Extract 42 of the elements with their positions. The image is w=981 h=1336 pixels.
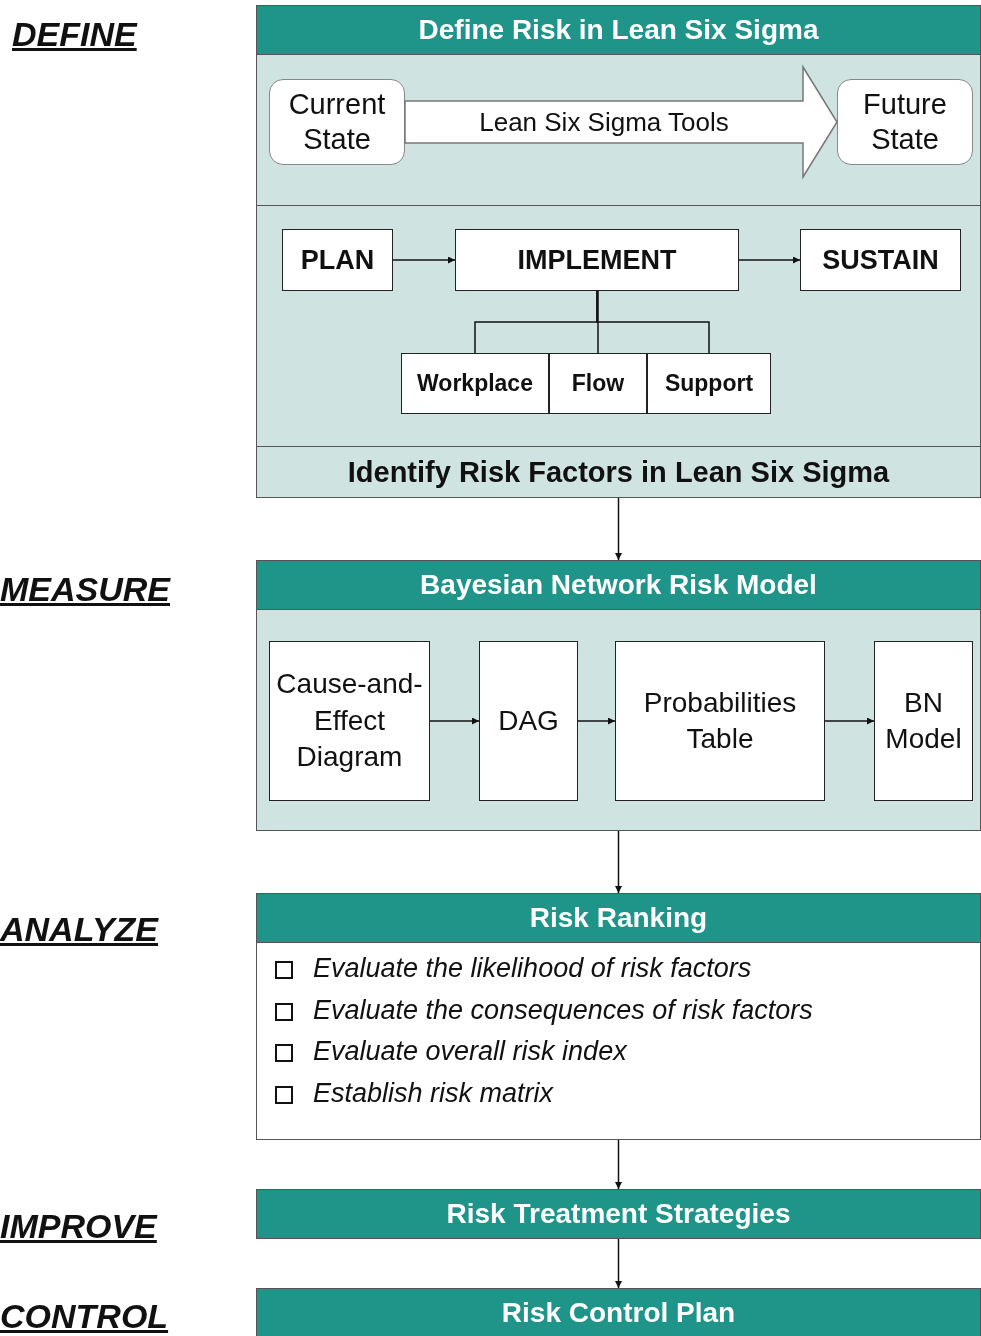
bullet-text: Evaluate overall risk index — [313, 1036, 627, 1067]
process-box: IMPLEMENT — [455, 229, 739, 291]
process-box: Support — [647, 353, 771, 414]
process-panel — [256, 560, 981, 831]
phase-label: DEFINE — [12, 15, 137, 54]
state-box: Future State — [837, 79, 973, 165]
phase-label: IMPROVE — [0, 1207, 157, 1246]
process-box: Workplace — [401, 353, 549, 414]
process-panel — [256, 893, 981, 1140]
panel-title: Risk Control Plan — [501, 1297, 736, 1329]
process-box: Cause-and-Effect Diagram — [269, 641, 430, 801]
process-box: SUSTAIN — [800, 229, 961, 291]
process-panel — [256, 1189, 981, 1239]
panel-footer-text: Identify Risk Factors in Lean Six Sigma — [347, 455, 890, 489]
state-box: Current State — [269, 79, 405, 165]
process-box: PLAN — [282, 229, 393, 291]
connector-line — [596, 290, 710, 354]
arrow — [392, 256, 456, 264]
connector-line — [597, 290, 599, 354]
phase-label: CONTROL — [0, 1297, 169, 1336]
process-panel — [256, 5, 981, 498]
process-panel — [256, 1288, 981, 1336]
arrow — [615, 830, 622, 894]
arrow — [429, 717, 480, 725]
process-box: Flow — [549, 353, 647, 414]
arrow — [738, 256, 801, 264]
panel-title: Bayesian Network Risk Model — [420, 569, 817, 601]
bullet-text: Evaluate the consequences of risk factors — [313, 994, 813, 1026]
process-box: DAG — [479, 641, 578, 801]
bullet-text: Establish risk matrix — [313, 1077, 554, 1109]
panel-title: Risk Treatment Strategies — [446, 1198, 791, 1230]
arrow — [577, 717, 616, 725]
phase-label: MEASURE — [0, 570, 171, 609]
panel-title: Define Risk in Lean Six Sigma — [418, 14, 819, 46]
process-box: BN Model — [874, 641, 973, 801]
arrow — [824, 717, 875, 725]
arrow — [615, 1238, 622, 1289]
process-box: Probabilities Table — [615, 641, 825, 801]
bullet-text: Evaluate the likelihood of risk factors — [313, 953, 752, 984]
panel-title: Risk Ranking — [529, 902, 708, 934]
arrow — [615, 497, 622, 561]
arrow — [615, 1139, 622, 1190]
